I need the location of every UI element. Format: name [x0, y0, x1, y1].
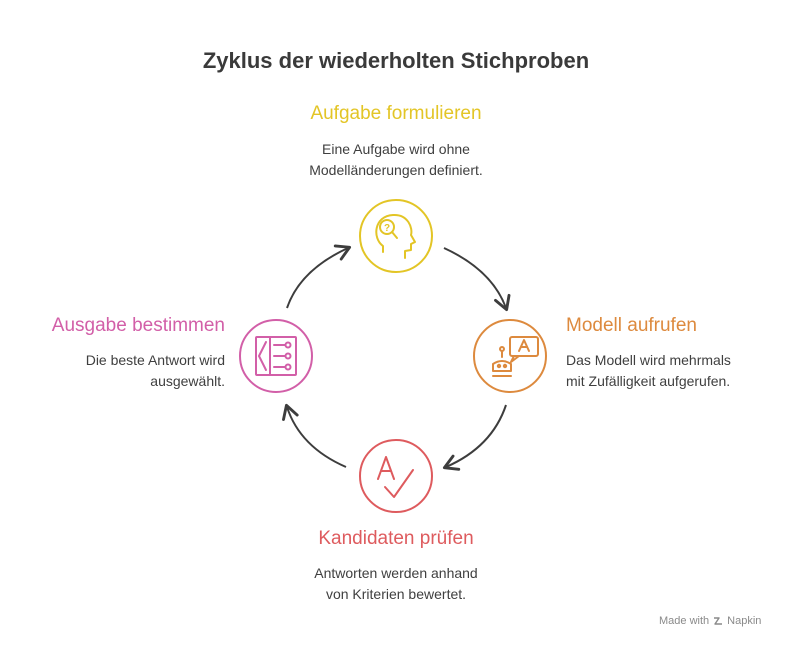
step-desc-line: ausgewählt. [150, 373, 225, 389]
step-desc-line: Die beste Antwort wird [85, 352, 225, 368]
step-title-modell: Modell aufrufen [566, 315, 697, 336]
napkin-logo-icon [714, 617, 723, 625]
node-modell [473, 319, 547, 393]
step-desc-line: Eine Aufgabe wird ohne [322, 141, 470, 157]
svg-text:?: ? [384, 223, 390, 234]
arrow-bottom-to-left [282, 403, 347, 468]
footer-credit: Made with Napkin [659, 615, 761, 627]
footer-made-with: Made with [659, 615, 710, 627]
step-desc-aufgabe: Eine Aufgabe wird ohne Modelländerungen … [246, 139, 546, 181]
step-desc-line: Antworten werden anhand [314, 565, 478, 581]
grade-check-icon [377, 456, 414, 498]
step-desc-ausgabe: Die beste Antwort wird ausgewählt. [10, 350, 225, 392]
robot-speech-icon [492, 336, 539, 377]
footer-brand: Napkin [727, 615, 762, 627]
arrow-top-to-right [443, 247, 511, 312]
diagram-title: Zyklus der wiederholten Stichproben [202, 48, 590, 73]
selection-funnel-icon [255, 336, 297, 376]
step-title-aufgabe: Aufgabe formulieren [310, 103, 482, 124]
node-ausgabe [239, 319, 313, 393]
step-desc-line: Das Modell wird mehrmals [566, 352, 731, 368]
step-title-ausgabe: Ausgabe bestimmen [51, 315, 225, 336]
step-desc-line: von Kriterien bewertet. [325, 586, 467, 602]
arrow-right-to-bottom [442, 404, 507, 471]
step-desc-kandidaten: Antworten werden anhand von Kriterien be… [246, 563, 546, 605]
step-desc-line: mit Zufälligkeit aufgerufen. [566, 373, 731, 389]
step-desc-modell: Das Modell wird mehrmals mit Zufälligkei… [566, 350, 786, 392]
head-question-icon: ? [375, 213, 416, 259]
node-kandidaten [359, 439, 433, 513]
arrow-left-to-top [286, 244, 352, 309]
step-desc-line: Modelländerungen definiert. [309, 162, 483, 178]
step-title-kandidaten: Kandidaten prüfen [318, 528, 474, 549]
node-aufgabe: ? [359, 199, 433, 273]
